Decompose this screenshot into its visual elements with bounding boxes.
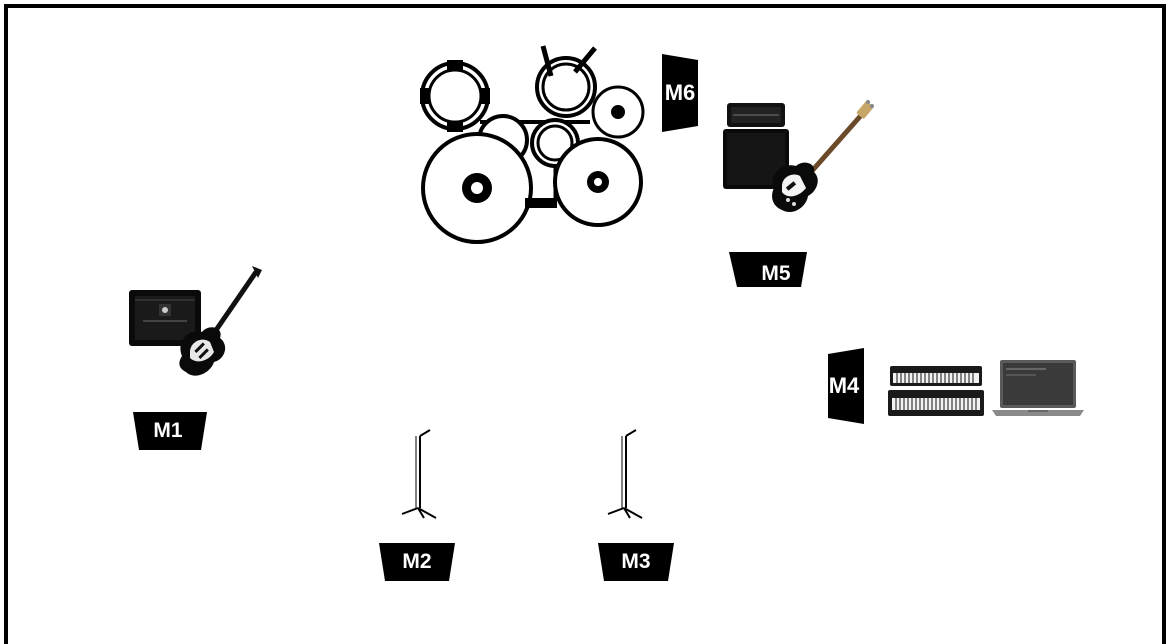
monitor-m5: M5: [729, 252, 807, 287]
guitar-amp-icon: [129, 290, 201, 346]
monitor-m5-label: M5: [761, 261, 791, 285]
drum-kit-icon: [415, 42, 645, 247]
monitor-m1: M1: [133, 412, 207, 450]
mic-stand-icon: [396, 428, 444, 522]
laptop-icon: [992, 360, 1084, 418]
monitor-m4-label: M4: [828, 373, 860, 398]
monitor-m6-label: M6: [664, 80, 696, 105]
bass-guitar-icon: [764, 100, 879, 218]
monitor-m4: M4: [826, 348, 866, 424]
monitor-m3: M3: [598, 543, 674, 581]
monitor-m2-label: M2: [402, 550, 432, 573]
monitor-m2: M2: [379, 543, 455, 581]
stage-plot-frame: [4, 4, 1166, 644]
mic-stand-icon: [602, 428, 650, 522]
electric-guitar-icon: [174, 264, 264, 379]
monitor-m6: M6: [660, 54, 700, 132]
keyboard-icon: [888, 366, 984, 416]
monitor-m3-label: M3: [621, 550, 651, 573]
monitor-m1-label: M1: [153, 419, 183, 442]
